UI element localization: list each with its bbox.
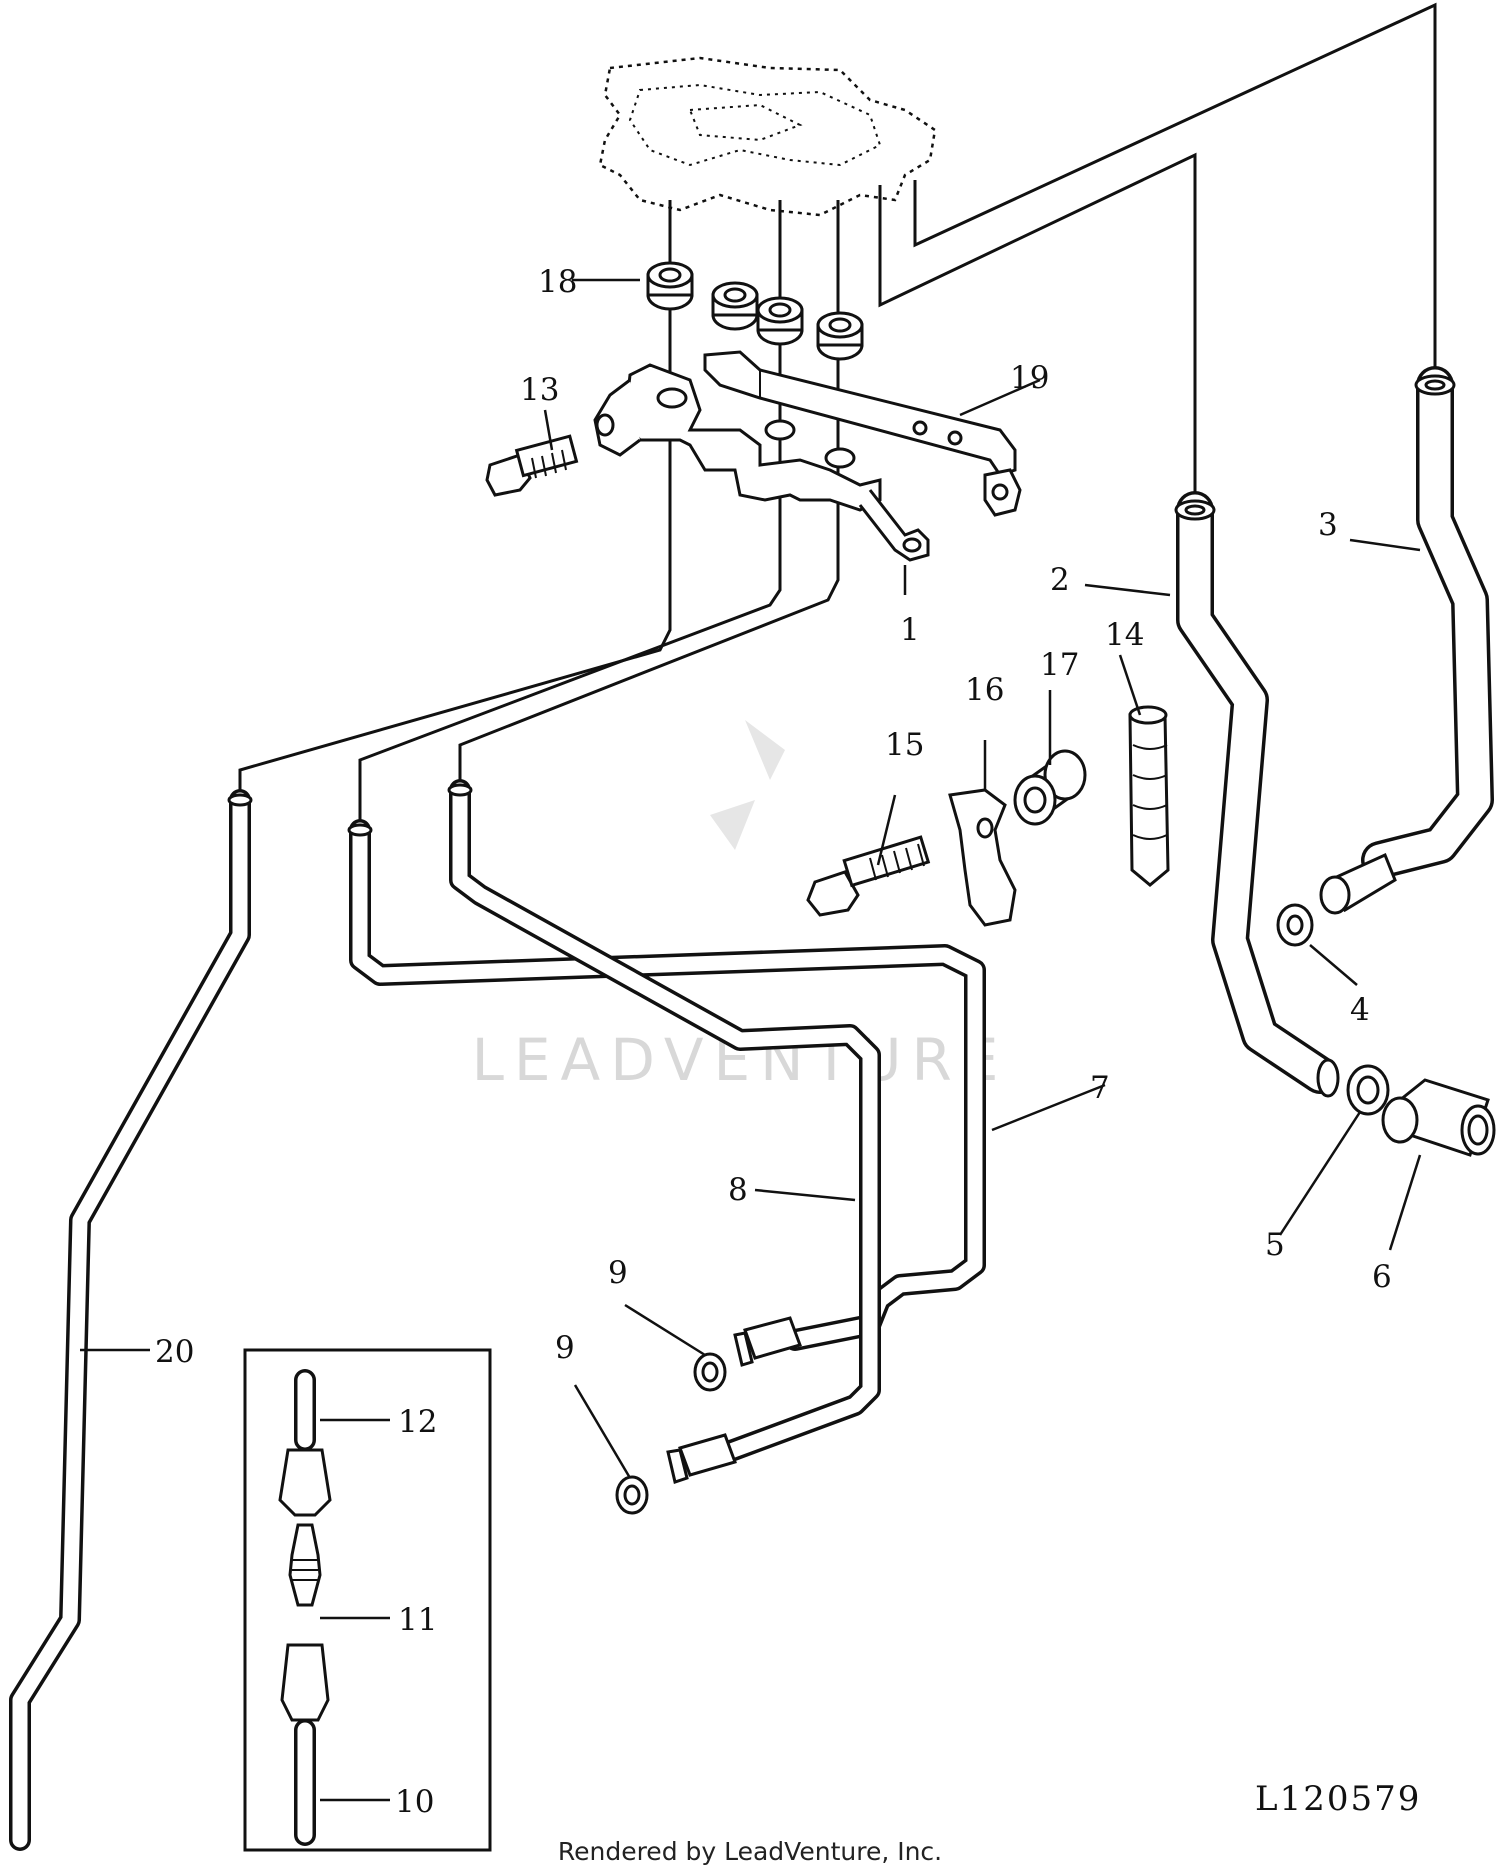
clamp	[593, 363, 930, 562]
hex-bolt-13	[485, 434, 579, 497]
hose-2	[1174, 491, 1340, 1098]
callout-13: 13	[520, 372, 559, 408]
callout-2: 2	[1050, 562, 1070, 598]
inset-detail	[243, 1348, 492, 1852]
callout-9b: 9	[555, 1330, 575, 1366]
callout-18: 18	[538, 264, 577, 300]
tube-fittings	[615, 1316, 802, 1515]
callout-1: 1	[900, 612, 920, 648]
callout-10: 10	[395, 1784, 434, 1820]
callout-9a: 9	[608, 1255, 628, 1291]
leader-lines	[80, 278, 1422, 1802]
tube-20	[9, 789, 253, 1851]
callout-8: 8	[728, 1172, 748, 1208]
callout-5: 5	[1265, 1227, 1285, 1263]
footer-credit: Rendered by LeadVenture, Inc.	[558, 1837, 942, 1866]
washer-5	[1346, 1064, 1390, 1116]
hose-3	[1319, 366, 1494, 915]
callout-11: 11	[398, 1602, 437, 1638]
callout-16: 16	[965, 672, 1004, 708]
spacer-17	[1013, 749, 1087, 826]
sleeve-14	[1128, 705, 1170, 887]
callout-7: 7	[1090, 1070, 1110, 1106]
valve-housing-outline	[598, 56, 937, 217]
coupler-6	[1381, 1078, 1496, 1157]
callout-4: 4	[1350, 992, 1370, 1028]
callout-3: 3	[1318, 507, 1338, 543]
callout-14: 14	[1105, 617, 1144, 653]
reference-code: L120579	[1255, 1779, 1421, 1819]
hex-bolt-15	[806, 835, 931, 917]
callout-12: 12	[398, 1404, 437, 1440]
tube-8	[447, 779, 881, 1466]
callout-labels: 18 19 13 1 2 3 4 5 6 7 8 9 9 15 16 17 14…	[155, 264, 1392, 1820]
callout-17: 17	[1040, 647, 1079, 683]
callout-20: 20	[155, 1334, 194, 1370]
clip-16	[948, 788, 1017, 927]
cap-screws	[646, 261, 864, 361]
callout-19: 19	[1010, 360, 1049, 396]
washer-4	[1276, 903, 1314, 947]
callout-15: 15	[885, 727, 924, 763]
bracket	[703, 350, 1022, 517]
callout-6: 6	[1372, 1259, 1392, 1295]
